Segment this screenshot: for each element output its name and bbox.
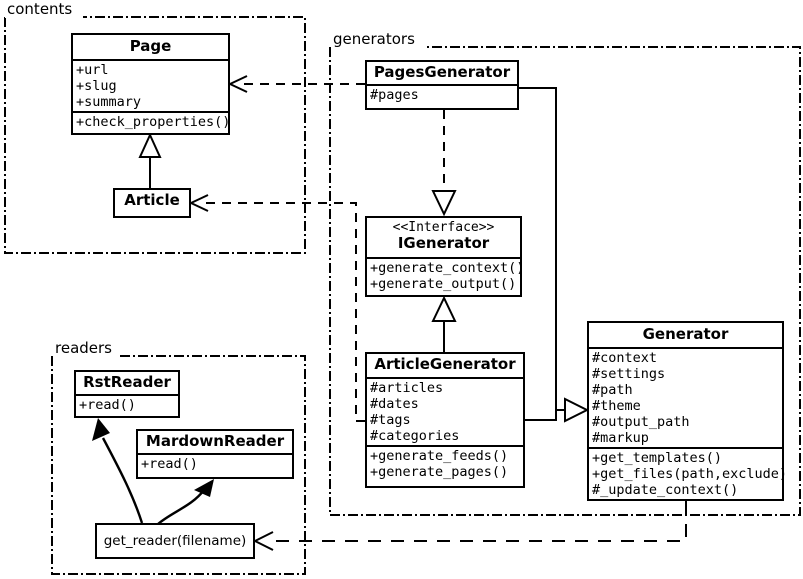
class-box-page[interactable]: Page +url +slug +summary +check_properti… [71, 33, 230, 135]
attribute-item: +url [76, 62, 109, 79]
relation-generator-uses-get-reader [254, 501, 687, 551]
class-attributes-page: +url +slug +summary [73, 59, 228, 111]
class-attributes-pages-generator: #pages [367, 84, 517, 104]
class-operations-article-generator: +generate_feeds() +generate_pages() [367, 445, 523, 481]
function-box-get-reader[interactable]: get_reader(filename) [95, 523, 255, 559]
attribute-item: #theme [592, 398, 641, 415]
class-title-article-generator: ArticleGenerator [374, 355, 516, 373]
class-title-mardown-reader: MardownReader [145, 432, 285, 450]
attribute-item: #articles [370, 380, 444, 397]
operation-item: +check_properties() [76, 114, 231, 131]
operation-item: +generate_context() [370, 259, 525, 276]
class-operations-igenerator: +generate_context() +generate_output() [367, 256, 525, 293]
class-title-pages-generator: PagesGenerator [373, 63, 511, 81]
attribute-item: +summary [76, 94, 142, 111]
attribute-item: #pages [370, 87, 419, 104]
package-label-generators: generators [331, 30, 417, 48]
relation-get-reader-creates-rst-reader [92, 418, 144, 524]
relation-article-generator-extends-generator [525, 397, 590, 423]
class-title-generator: Generator [642, 325, 729, 343]
relation-pages-generator-realizes-igenerator [431, 110, 457, 217]
class-operations-rst-reader: +read() [76, 394, 178, 414]
operation-item: #_update_context() [592, 482, 739, 499]
package-frame-readers [51, 355, 306, 575]
relation-pages-generator-extends-generator [519, 87, 564, 411]
class-stereotype-igenerator: <<Interface>> [392, 220, 495, 235]
relation-get-reader-creates-mardown-reader [157, 479, 214, 525]
function-label-get-reader: get_reader(filename) [103, 533, 247, 549]
class-operations-page: +check_properties() [73, 111, 231, 131]
class-box-igenerator[interactable]: <<Interface>> IGenerator +generate_conte… [365, 216, 525, 297]
class-box-article-generator[interactable]: ArticleGenerator #articles #dates #tags … [365, 352, 525, 488]
class-box-pages-generator[interactable]: PagesGenerator #pages [365, 60, 519, 110]
relation-article-inherits-page [138, 132, 162, 188]
operation-item: +generate_output() [370, 275, 517, 292]
class-title-page: Page [129, 37, 172, 55]
operation-item: +read() [141, 456, 198, 473]
attribute-item: +slug [76, 78, 117, 95]
class-attributes-article-generator: #articles #dates #tags #categories [367, 377, 523, 445]
relation-article-generator-implements-igenerator [431, 295, 457, 352]
class-title-igenerator: IGenerator [397, 234, 490, 253]
package-label-readers: readers [53, 339, 114, 357]
attribute-item: #output_path [592, 414, 690, 431]
package-frame-contents [4, 16, 306, 254]
attribute-item: #context [592, 350, 658, 367]
operation-item: +generate_feeds() [370, 448, 509, 465]
class-operations-generator: +get_templates() +get_files(path,exclude… [589, 447, 788, 499]
attribute-item: #settings [592, 366, 666, 383]
class-box-rst-reader[interactable]: RstReader +read() [74, 370, 180, 418]
attribute-item: #markup [592, 430, 649, 447]
class-title-article: Article [124, 191, 180, 209]
class-box-mardown-reader[interactable]: MardownReader +read() [136, 429, 294, 479]
operation-item: +get_files(path,exclude) [592, 466, 788, 483]
attribute-item: #tags [370, 412, 411, 429]
operation-item: +read() [79, 397, 136, 414]
class-title-rst-reader: RstReader [83, 373, 171, 391]
relation-pages-generator-uses-page [229, 75, 365, 93]
class-box-generator[interactable]: Generator #context #settings #path #them… [587, 321, 788, 501]
attribute-item: #categories [370, 428, 460, 445]
class-box-article[interactable]: Article [113, 188, 191, 218]
class-attributes-generator: #context #settings #path #theme #output_… [589, 347, 782, 447]
package-label-contents: contents [5, 0, 75, 18]
relation-article-generator-uses-article [190, 194, 365, 422]
operation-item: +generate_pages() [370, 464, 509, 481]
attribute-item: #dates [370, 396, 419, 413]
class-operations-mardown-reader: +read() [138, 453, 292, 473]
operation-item: +get_templates() [592, 450, 723, 467]
attribute-item: #path [592, 382, 633, 399]
package-frame-generators [329, 46, 801, 516]
